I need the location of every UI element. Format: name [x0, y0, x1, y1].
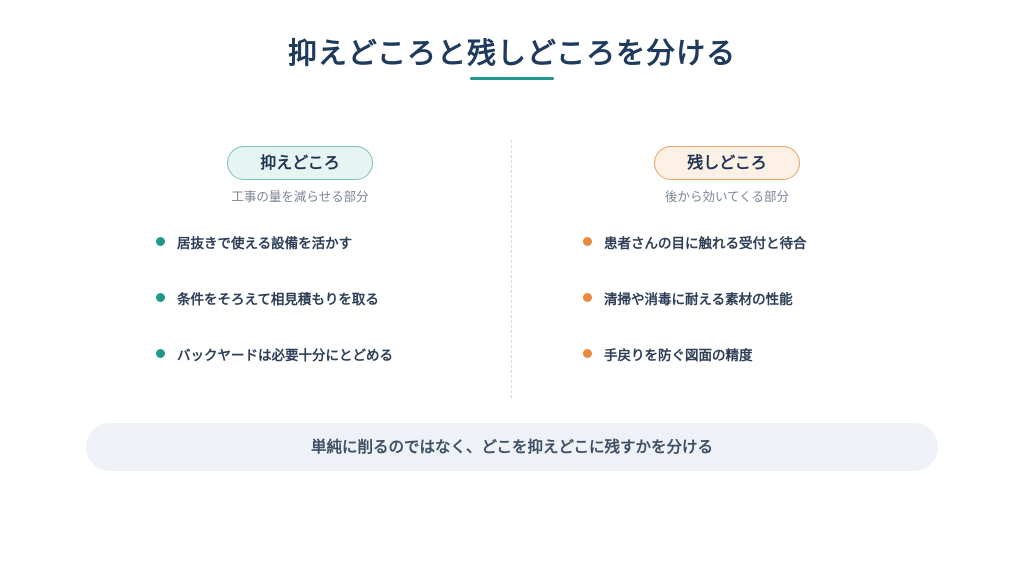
list-item-text: 条件をそろえて相見積もりを取る	[177, 292, 379, 308]
bullet-dot-icon	[583, 237, 592, 246]
column-divider	[511, 140, 512, 398]
bullet-dot-icon	[583, 349, 592, 358]
bullet-dot-icon	[583, 293, 592, 302]
list-item: 患者さんの目に触れる受付と待合	[583, 232, 807, 288]
list-item-text: 手戻りを防ぐ図面の精度	[604, 348, 753, 364]
list-item: 手戻りを防ぐ図面の精度	[583, 344, 807, 400]
list-item-text: 居抜きで使える設備を活かす	[177, 236, 353, 252]
keep-column: 残しどころ 後から効いてくる部分 患者さんの目に触れる受付と待合 清掃や消毒に耐…	[577, 146, 877, 364]
list-item: 条件をそろえて相見積もりを取る	[156, 288, 393, 344]
keep-list: 患者さんの目に触れる受付と待合 清掃や消毒に耐える素材の性能 手戻りを防ぐ図面の…	[583, 232, 807, 400]
list-item-text: バックヤードは必要十分にとどめる	[177, 348, 393, 364]
list-item-text: 清掃や消毒に耐える素材の性能	[604, 292, 793, 308]
summary-banner: 単純に削るのではなく、どこを抑えどこに残すかを分ける	[86, 423, 938, 471]
list-item-text: 患者さんの目に触れる受付と待合	[604, 236, 807, 252]
keep-subtitle: 後から効いてくる部分	[664, 189, 789, 204]
keep-label-pill: 残しどころ	[654, 146, 800, 180]
list-item: 清掃や消毒に耐える素材の性能	[583, 288, 807, 344]
list-item: バックヤードは必要十分にとどめる	[156, 344, 393, 400]
bullet-dot-icon	[156, 237, 165, 246]
save-label-pill: 抑えどころ	[227, 146, 373, 180]
title-underline	[470, 77, 554, 80]
bullet-dot-icon	[156, 293, 165, 302]
list-item: 居抜きで使える設備を活かす	[156, 232, 393, 288]
page-title: 抑えどころと残しどころを分ける	[287, 36, 737, 70]
bullet-dot-icon	[156, 349, 165, 358]
save-subtitle: 工事の量を減らせる部分	[231, 189, 369, 204]
save-column: 抑えどころ 工事の量を減らせる部分 居抜きで使える設備を活かす 条件をそろえて相…	[150, 146, 450, 364]
save-list: 居抜きで使える設備を活かす 条件をそろえて相見積もりを取る バックヤードは必要十…	[156, 232, 393, 400]
